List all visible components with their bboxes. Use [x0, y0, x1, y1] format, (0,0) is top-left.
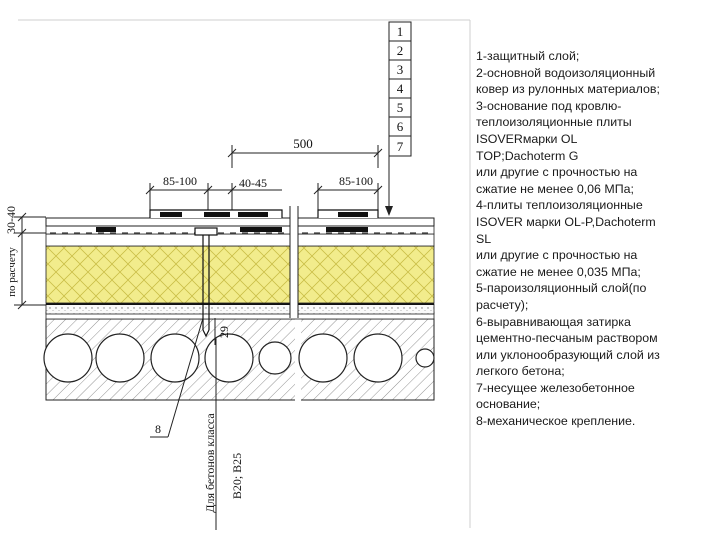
- layer-3-top-board: [45, 233, 435, 247]
- legend-line: TOP;Dachoterm G: [476, 148, 579, 163]
- slab-voids: [43, 333, 435, 383]
- legend-line: ISOVERмарки OL: [476, 131, 578, 146]
- layer-1-protective: [45, 217, 435, 227]
- concrete-note-line2: B20; B25: [230, 453, 244, 499]
- layer-number-2: 2: [397, 43, 404, 58]
- legend-line: основание;: [476, 397, 541, 412]
- dimension-29-label: 29: [217, 326, 231, 338]
- dimension-40-45: 40-45: [208, 176, 282, 212]
- layer-6-screed: [45, 303, 435, 315]
- dimension-85-100-left: 85-100: [145, 174, 213, 212]
- concrete-note: Для бетонов класса B20; B25: [203, 338, 244, 530]
- callout-8: 8: [150, 317, 204, 438]
- mechanical-fastener: [194, 227, 218, 338]
- legend-line: цементно-песчаным раствором: [476, 331, 658, 346]
- legend-line: 2-основной водоизоляционный: [476, 65, 656, 80]
- legend-line: 4-плиты теплоизоляционные: [476, 198, 643, 213]
- legend-line: расчету);: [476, 297, 529, 312]
- legend-line: легкого бетона;: [476, 364, 565, 379]
- layer-number-1: 1: [397, 24, 404, 39]
- dimension-85-100-right: 85-100: [313, 174, 383, 212]
- layer-number-box: 1 2 3 4 5 6 7: [385, 21, 412, 216]
- legend-line: 5-пароизоляционный слой(по: [476, 281, 647, 296]
- legend-line: 6-выравнивающая затирка: [476, 314, 631, 329]
- legend-line: или другие с прочностью на: [476, 248, 638, 263]
- legend-line: сжатие не менее 0,035 МПа;: [476, 264, 641, 279]
- legend-line: или уклонообразующий слой из: [476, 347, 660, 362]
- dimension-29: 29: [214, 318, 231, 345]
- legend-line: или другие с прочностью на: [476, 165, 638, 180]
- legend-line: SL: [476, 231, 492, 246]
- legend-line: 7-несущее железобетонное: [476, 380, 635, 395]
- layer-number-7: 7: [397, 139, 404, 154]
- layer-4-insulation: [45, 245, 435, 304]
- dimension-500-label: 500: [293, 136, 313, 151]
- legend-line: ISOVER марки OL-P,Dachoterm: [476, 214, 656, 229]
- dimension-500: 500: [227, 136, 383, 168]
- legend-line: 1-защитный слой;: [476, 49, 580, 63]
- side-thickness-label: 30-40: [4, 206, 18, 234]
- legend-list: 1-защитный слой; 2-основной водоизоляцио…: [476, 48, 712, 430]
- callout-8-label: 8: [155, 422, 161, 436]
- roll-overlap-right: [317, 209, 379, 232]
- legend-line: сжатие не менее 0,06 МПа;: [476, 181, 634, 196]
- layer-number-4: 4: [397, 81, 404, 96]
- dimension-40-45-label: 40-45: [239, 176, 267, 190]
- layer-number-3: 3: [397, 62, 404, 77]
- leader-arrow: [385, 206, 393, 216]
- legend-line: 3-основание под кровлю-: [476, 98, 622, 113]
- layer-number-5: 5: [397, 100, 404, 115]
- dimension-85-100-right-label: 85-100: [339, 174, 373, 188]
- concrete-note-line1: Для бетонов класса: [203, 413, 217, 513]
- joint-gap: [290, 206, 298, 318]
- roll-overlap-left: [96, 209, 283, 232]
- side-by-calc-label: по расчету: [6, 247, 18, 297]
- layer-number-6: 6: [397, 119, 404, 134]
- dimension-85-100-left-label: 85-100: [163, 174, 197, 188]
- legend-line: 8-механическое крепление.: [476, 414, 636, 429]
- legend-line: ковер из рулонных материалов;: [476, 82, 660, 97]
- side-dimension: 30-40 по расчету: [4, 206, 46, 310]
- legend-line: теплоизоляционные плиты: [476, 115, 632, 130]
